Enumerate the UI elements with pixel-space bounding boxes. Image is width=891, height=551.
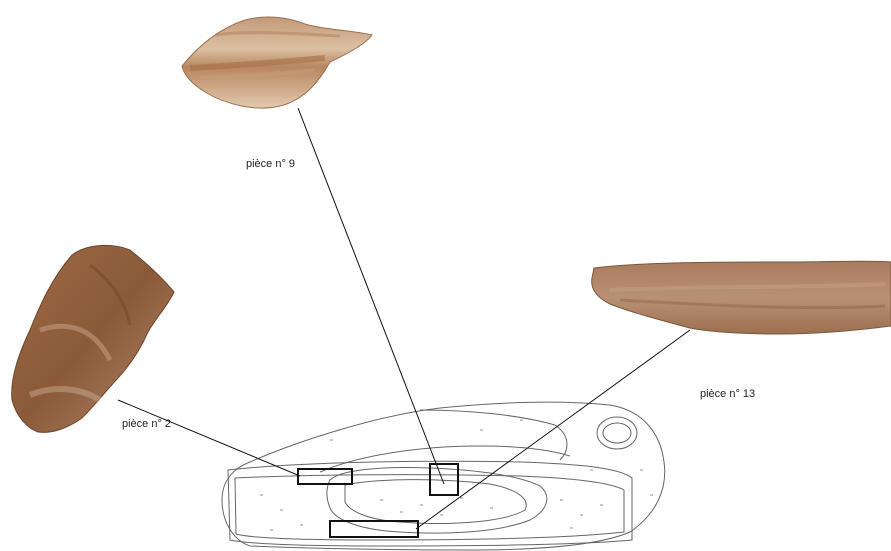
- nodule-drawing: [222, 402, 665, 550]
- piece-13-label: pièce n° 13: [700, 388, 755, 400]
- piece-2-label: pièce n° 2: [122, 418, 171, 430]
- piece-2-location-box: [298, 469, 352, 484]
- piece-2-leader-line: [118, 400, 300, 476]
- piece-13-leader-line: [416, 330, 690, 529]
- piece-9-leader-line: [298, 108, 444, 484]
- piece-9-photo: [182, 17, 372, 108]
- piece-9-label: pièce n° 9: [246, 158, 295, 170]
- piece-2-photo: [12, 245, 174, 432]
- piece-13-photo: [592, 261, 891, 334]
